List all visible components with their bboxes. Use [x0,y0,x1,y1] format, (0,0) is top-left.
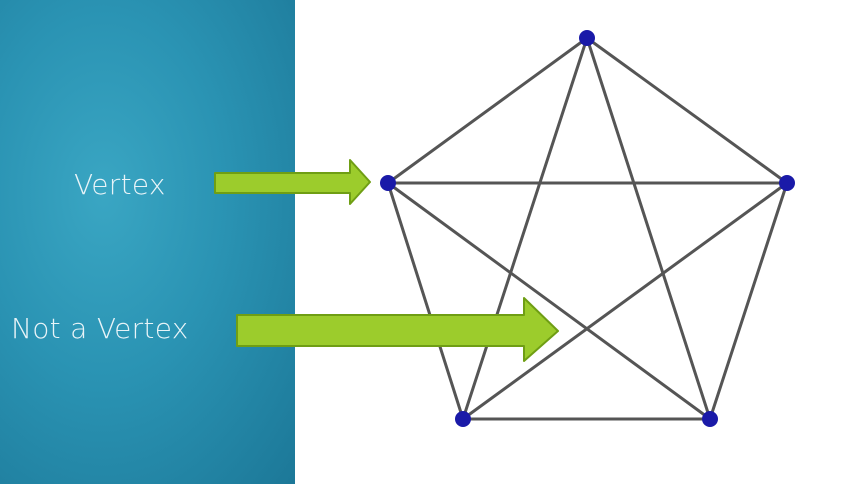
vertex-v-left [380,175,396,191]
not-a-vertex-arrow [236,297,559,362]
vertex-v-top [579,30,595,46]
edge-v-right-v-bottom-left [461,181,789,421]
vertex-label: Vertex [74,168,166,201]
graph-edges [386,36,789,421]
vertex-v-bottom-left [455,411,471,427]
vertex-v-bottom-right [702,411,718,427]
edge-v-top-v-left [386,36,589,185]
edge-v-top-v-bottom-left [461,36,589,421]
not-a-vertex-label: Not a Vertex [11,312,189,345]
edge-v-top-v-right [585,36,789,185]
vertex-arrow [214,159,371,205]
vertex-arrow-shape [214,159,371,205]
left-panel [0,0,295,484]
edge-v-left-v-bottom-left [386,181,465,421]
graph-vertices [380,30,795,427]
vertex-v-right [779,175,795,191]
edge-v-right-v-bottom-right [708,181,789,421]
edge-v-top-v-bottom-right [585,36,712,421]
not-a-vertex-arrow-shape [236,297,559,362]
edge-v-left-v-bottom-right [386,181,712,421]
